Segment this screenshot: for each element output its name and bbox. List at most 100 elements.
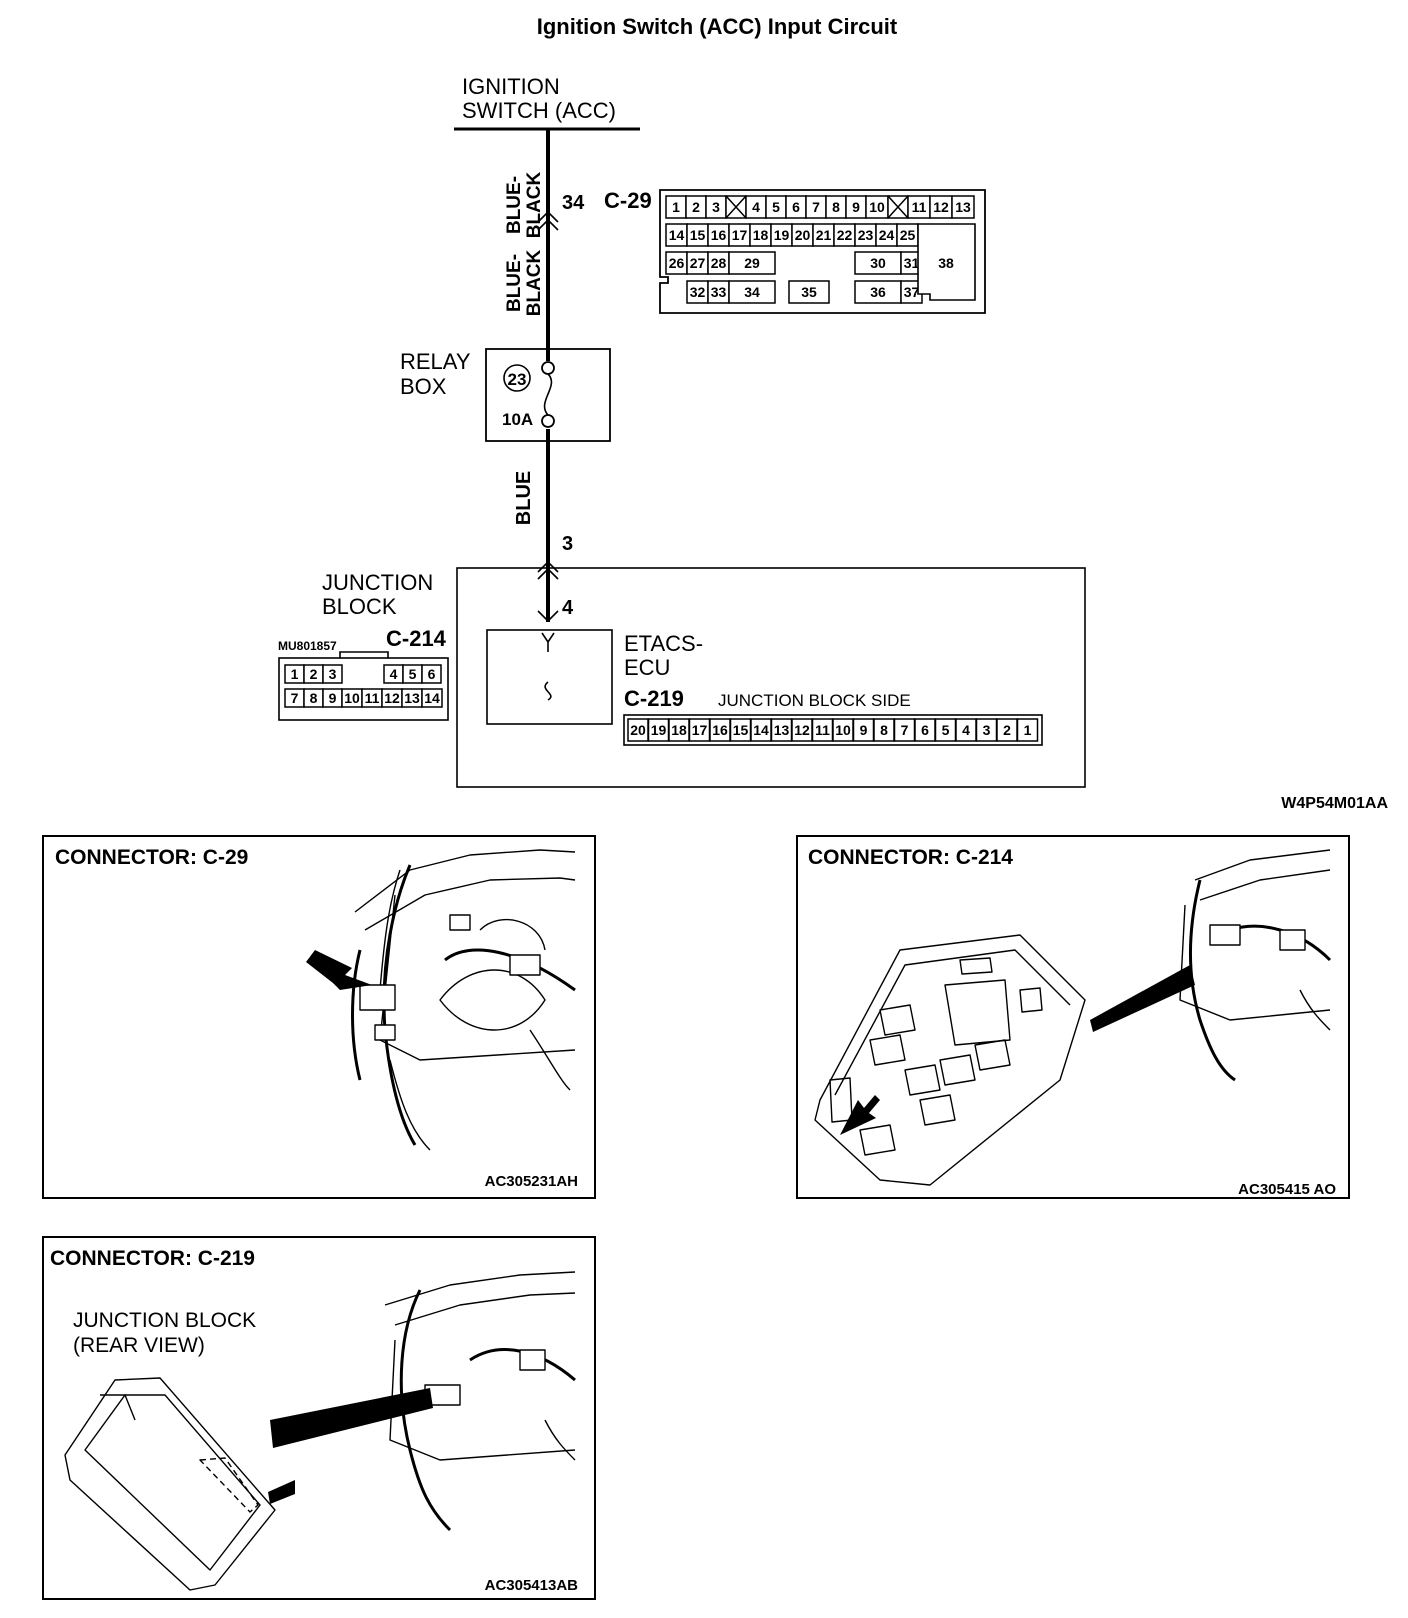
fuse-terminal-bottom [541, 414, 555, 428]
connector-c29-cell-27-label: 27 [690, 255, 706, 271]
connector-c219-side-label: JUNCTION BLOCK SIDE [718, 691, 911, 710]
panel-c29-title: CONNECTOR: C-29 [55, 846, 248, 869]
connector-c214-cell-13-label: 13 [404, 690, 420, 706]
connector-c29-cell-7-label: 7 [812, 199, 820, 215]
connector-c29-cell-30-label: 30 [870, 255, 886, 271]
wire-color-label-upper: BLUE- BLACK [504, 171, 545, 238]
connector-c219-cell-5-label: 5 [942, 722, 950, 738]
connector-c29-cell-11-label: 11 [912, 199, 927, 215]
ignition-switch-label-line2: SWITCH (ACC) [462, 98, 616, 123]
connector-c214-part-number: MU801857 [278, 639, 337, 653]
wire-color-lower: BLUE [513, 471, 535, 525]
wire-color-upper-line2: BLACK [524, 171, 545, 238]
connector-c219-cell-11-label: 11 [815, 722, 830, 738]
connector-c29-cell-35-label: 35 [801, 284, 817, 300]
connector-c29-cell-14-label: 14 [669, 227, 685, 243]
pin-label-4: 4 [562, 597, 574, 619]
connector-c29-symbol-icon [537, 210, 559, 231]
panel-c214-pointer-arrow-icon [840, 1095, 880, 1135]
panel-c219-pointer-wedge-icon [270, 1388, 433, 1448]
connector-c214-cell-6-label: 6 [428, 666, 436, 682]
panel-c219-title: CONNECTOR: C-219 [50, 1247, 255, 1270]
wire-color-label-lower: BLUE [513, 471, 535, 525]
connector-c214-cell-3 [322, 664, 343, 684]
wire-color-upper-line1: BLUE- [504, 176, 525, 234]
connector-c214-cell-12-label: 12 [384, 690, 400, 706]
pin-label-3: 3 [562, 533, 573, 555]
connector-c29-cell-22-label: 22 [837, 227, 853, 243]
connector-c214-cell-14 [421, 688, 443, 708]
relay-box-label-line2: BOX [400, 374, 447, 399]
panel-connector-c214: CONNECTOR: C-214 AC305415 AO [796, 835, 1350, 1199]
panel-c214-code: AC305415 AO [1238, 1181, 1336, 1198]
connector-c219-cell-13-label: 13 [774, 722, 790, 738]
panel-c29-code: AC305231AH [485, 1173, 578, 1190]
connector-c29-cell-21-label: 21 [816, 227, 832, 243]
junction-block-label-line1: JUNCTION [322, 570, 433, 595]
blank-cavity-mark-icon [725, 195, 747, 219]
connector-c29-cell-20-label: 20 [795, 227, 811, 243]
connector-c219-cell-8-label: 8 [880, 722, 888, 738]
diagram-code: W4P54M01AA [1281, 795, 1388, 812]
panel-c219-sublabel-line2: (REAR VIEW) [73, 1334, 205, 1357]
connector-c29-cell-12-label: 12 [933, 199, 949, 215]
ignition-switch: IGNITION SWITCH (ACC) [454, 74, 640, 131]
connector-c29-cell-31-label: 31 [904, 255, 920, 271]
connector-c29-cell-13-label: 13 [955, 199, 971, 215]
connector-c214-cell-14-label: 14 [424, 690, 440, 706]
connector-c219-cell-1-label: 1 [1024, 722, 1032, 738]
connector-c219-cell-6-label: 6 [921, 722, 929, 738]
connector-c29-cell-18-label: 18 [753, 227, 769, 243]
connector-c29-cell-34 [728, 280, 776, 304]
connector-c29-cell-1-label: 1 [672, 199, 680, 215]
connector-c29-cell-17-label: 17 [732, 227, 748, 243]
connector-c29-cell-4-label: 4 [752, 199, 760, 215]
panel-c219-code: AC305413AB [485, 1577, 579, 1594]
connector-jb-out-symbol-icon [537, 567, 559, 623]
connector-c29-cell-29 [728, 251, 776, 275]
connector-c219-cell-7-label: 7 [901, 722, 909, 738]
connector-c29-cell-19-label: 19 [774, 227, 790, 243]
connector-c29-cell-28-label: 28 [711, 255, 727, 271]
wire-color-label-middle: BLUE- BLACK [504, 249, 545, 316]
etacs-ecu-input-symbol-icon [541, 632, 555, 701]
connector-c29-cell-2-label: 2 [692, 199, 700, 215]
fuse-number: 23 [508, 370, 527, 389]
connector-c214-cell-4-label: 4 [390, 666, 398, 682]
connector-c214-cell-10-label: 10 [344, 690, 360, 706]
connector-c29-cell-9-label: 9 [852, 199, 860, 215]
connector-c214-cell-6 [421, 664, 442, 684]
connector-c29-cell-34-label: 34 [744, 284, 760, 300]
connector-c219-cell-19-label: 19 [651, 722, 667, 738]
fuse-rating: 10A [502, 410, 533, 429]
dashboard-harness-illustration [384, 1271, 576, 1532]
connector-c219-cell-12-label: 12 [794, 722, 810, 738]
panel-c214-title: CONNECTOR: C-214 [808, 846, 1013, 869]
fuse-number-circle [503, 364, 531, 392]
connector-c29-cell-25-label: 25 [900, 227, 916, 243]
fuse-terminal-top [541, 361, 555, 375]
panel-c29-frame [42, 835, 596, 1199]
ignition-switch-label-line1: IGNITION [462, 74, 560, 99]
connector-c29-id: C-29 [604, 188, 652, 213]
dashboard-harness-illustration [1179, 849, 1332, 1082]
connector-c219-cell-2-label: 2 [1003, 722, 1011, 738]
connector-c29-cell-5-label: 5 [772, 199, 780, 215]
connector-c214-cell-7-label: 7 [291, 690, 299, 706]
connector-c29-cell-24-label: 24 [879, 227, 895, 243]
connector-c214-cell-11-label: 11 [365, 690, 380, 706]
relay-box-label-line1: RELAY [400, 349, 471, 374]
fuse-icon [543, 373, 553, 416]
pin-label-34: 34 [562, 192, 585, 214]
connector-c214-cell-8-label: 8 [310, 690, 318, 706]
connector-c29-cell-36-label: 36 [870, 284, 886, 300]
junction-block-frame [456, 567, 1086, 788]
connector-c29-cell-3-label: 3 [712, 199, 720, 215]
junction-block: JUNCTION BLOCK [322, 567, 1086, 788]
connector-c219-cell-10-label: 10 [835, 722, 851, 738]
connector-c219-id: C-219 [624, 686, 684, 711]
